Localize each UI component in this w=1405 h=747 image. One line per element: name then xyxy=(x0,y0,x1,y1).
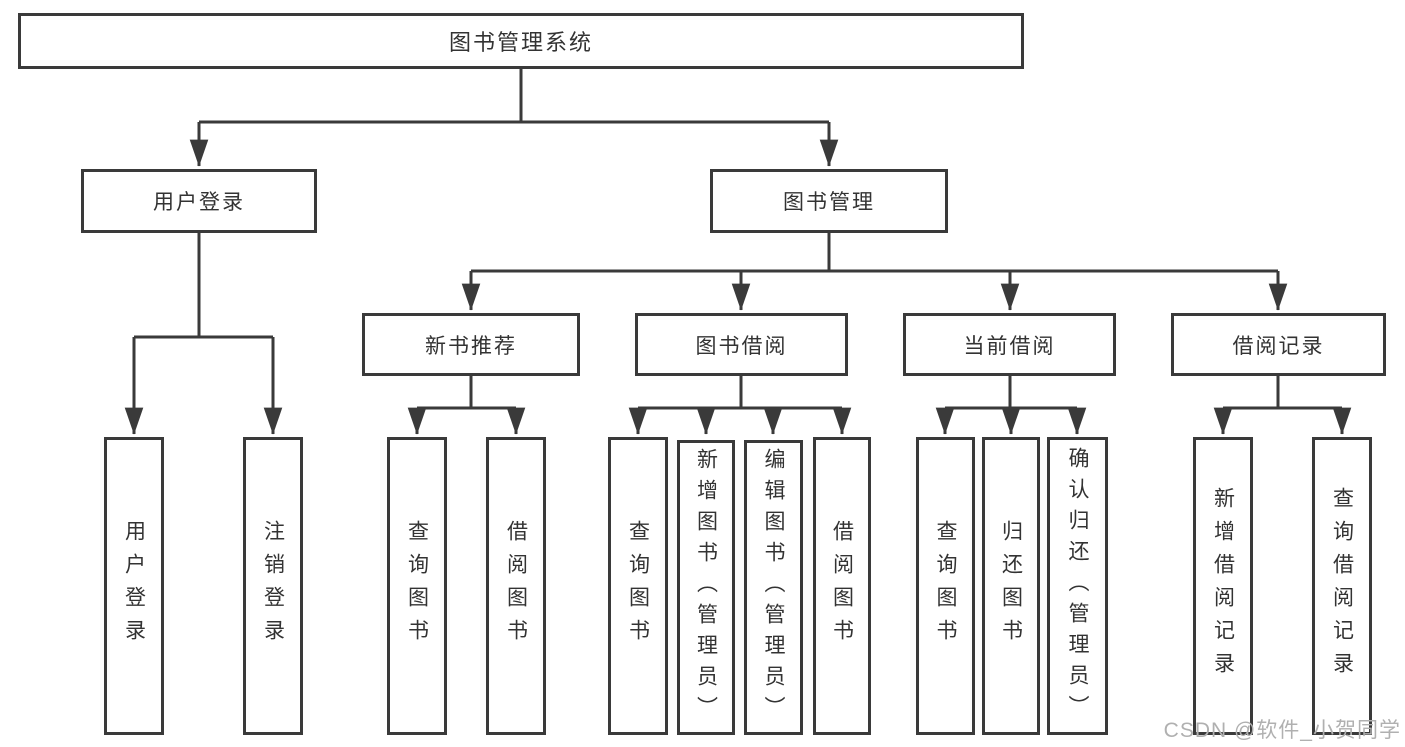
node-bb-query-books: 查询图书 xyxy=(608,437,668,735)
node-label: 归还图书 xyxy=(999,520,1023,652)
node-label: 查询图书 xyxy=(405,520,429,652)
node-current-borrowing: 当前借阅 xyxy=(903,313,1116,376)
node-cb-confirm-return-admin: 确认归还（管理员） xyxy=(1047,437,1108,735)
node-book-borrowing: 图书借阅 xyxy=(635,313,848,376)
node-label: 编辑图书（管理员） xyxy=(762,448,785,727)
node-user-login: 用户登录 xyxy=(81,169,317,233)
node-label: 借阅图书 xyxy=(830,520,854,652)
node-label: 新增借阅记录 xyxy=(1211,487,1235,685)
node-rec-borrow-books: 借阅图书 xyxy=(486,437,546,735)
node-label: 查询图书 xyxy=(934,520,957,652)
node-logout: 注销登录 xyxy=(243,437,303,735)
trunk-book-management xyxy=(471,233,1278,273)
node-label: 用户登录 xyxy=(122,520,146,652)
node-label: 借阅图书 xyxy=(504,520,528,652)
node-bb-edit-books-admin: 编辑图书（管理员） xyxy=(744,440,803,735)
node-label: 查询图书 xyxy=(626,520,650,652)
node-new-book-recommend: 新书推荐 xyxy=(362,313,580,376)
node-label: 新增图书（管理员） xyxy=(694,448,718,727)
node-user-login-leaf: 用户登录 xyxy=(104,437,164,735)
trunk-user-login xyxy=(134,233,273,339)
trunk-new-book-recommend xyxy=(417,376,516,410)
node-cb-return-books: 归还图书 xyxy=(982,437,1040,735)
node-label: 查询借阅记录 xyxy=(1330,487,1354,685)
node-label: 确认归还（管理员） xyxy=(1066,446,1089,726)
trunk-borrowing-records xyxy=(1223,376,1342,410)
trunk-current-borrowing xyxy=(945,376,1077,410)
node-cb-query-books: 查询图书 xyxy=(916,437,975,735)
node-br-add-record: 新增借阅记录 xyxy=(1193,437,1253,735)
trunk-book-borrowing xyxy=(638,376,842,410)
node-label: 注销登录 xyxy=(261,520,285,652)
node-root-system: 图书管理系统 xyxy=(18,13,1024,69)
node-borrowing-records: 借阅记录 xyxy=(1171,313,1386,376)
csdn-watermark: CSDN @软件_小贺同学 xyxy=(1163,719,1401,742)
node-bb-add-books-admin: 新增图书（管理员） xyxy=(677,440,735,735)
node-rec-query-books: 查询图书 xyxy=(387,437,447,735)
node-bb-borrow-books: 借阅图书 xyxy=(813,437,871,735)
node-br-query-record: 查询借阅记录 xyxy=(1312,437,1372,735)
trunk-root xyxy=(199,69,829,124)
node-book-management: 图书管理 xyxy=(710,169,948,233)
